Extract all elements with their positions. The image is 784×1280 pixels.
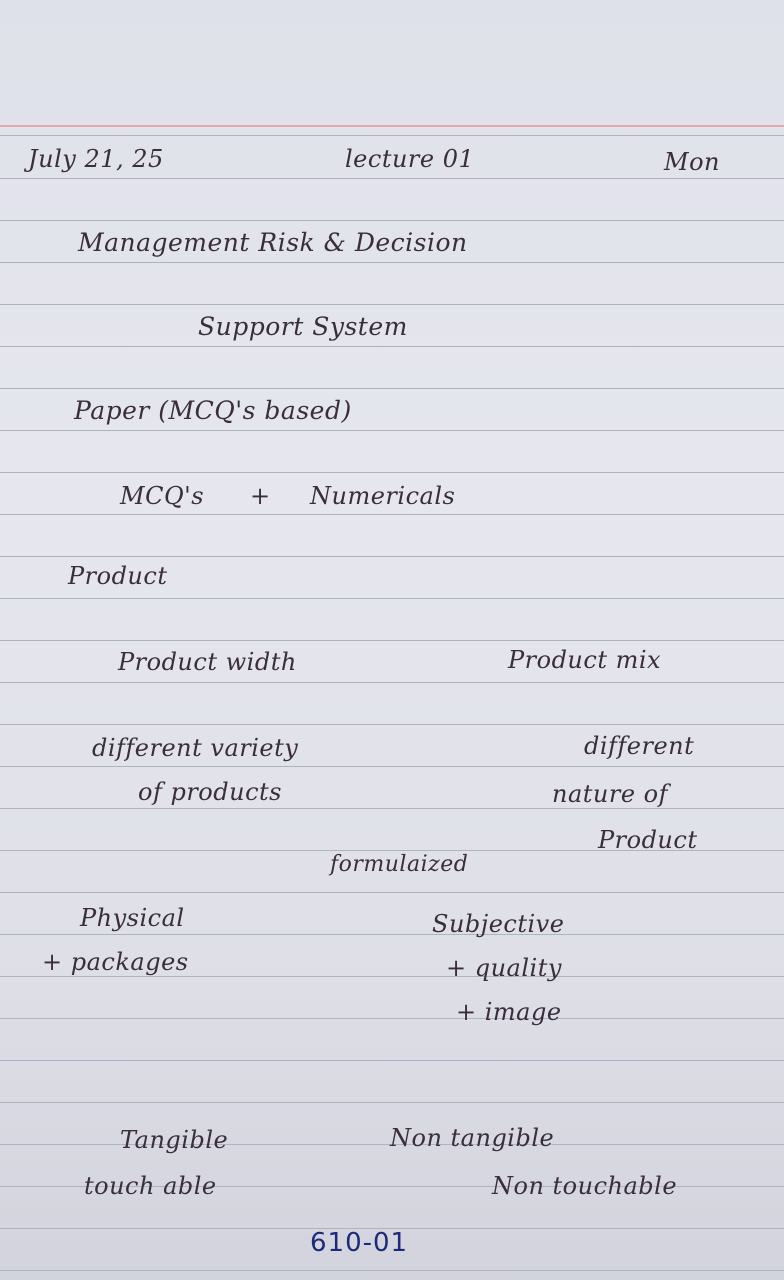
ruled-line — [0, 1102, 784, 1103]
ruled-line — [0, 388, 784, 389]
ruled-line — [0, 1144, 784, 1145]
ruled-line — [0, 724, 784, 725]
formulaized-note: formulaized — [330, 852, 469, 877]
ruled-line — [0, 262, 784, 263]
page-code: 610-01 — [310, 1228, 409, 1258]
margin-line — [0, 125, 784, 127]
ruled-line — [0, 976, 784, 977]
ruled-line — [0, 346, 784, 347]
ruled-line — [0, 1228, 784, 1229]
ruled-line — [0, 640, 784, 641]
ruled-line — [0, 220, 784, 221]
course-title-line-2: Support System — [198, 312, 408, 341]
physical-label: Physical — [80, 904, 185, 932]
ruled-line — [0, 1060, 784, 1061]
ruled-line — [0, 598, 784, 599]
product-heading: Product — [68, 562, 168, 590]
quality-label: + quality — [446, 954, 562, 982]
ruled-line — [0, 1186, 784, 1187]
product-width-desc-line-1: different variety — [92, 734, 299, 762]
ruled-line — [0, 850, 784, 851]
mcq-label: MCQ's — [120, 482, 205, 510]
product-mix-desc-line-2: nature of — [552, 780, 669, 808]
tangible-label: Tangible — [120, 1126, 229, 1154]
ruled-line — [0, 682, 784, 683]
date-text: July 21, 25 — [28, 145, 164, 173]
ruled-line — [0, 808, 784, 809]
ruled-line — [0, 430, 784, 431]
product-width-desc-line-2: of products — [138, 778, 282, 806]
ruled-line — [0, 1018, 784, 1019]
ruled-line — [0, 556, 784, 557]
weekday: Mon — [664, 148, 720, 176]
product-width-heading: Product width — [118, 648, 297, 676]
lecture-number: lecture 01 — [345, 145, 475, 173]
ruled-line — [0, 472, 784, 473]
ruled-line — [0, 178, 784, 179]
product-mix-desc-line-3: Product — [598, 826, 698, 854]
ruled-line — [0, 766, 784, 767]
product-mix-desc-line-1: different — [584, 732, 695, 760]
ruled-line — [0, 1270, 784, 1271]
non-touchable-label: Non touchable — [492, 1172, 678, 1200]
touchable-label: touch able — [84, 1172, 217, 1200]
ruled-line — [0, 892, 784, 893]
numericals-label: Numericals — [310, 482, 456, 510]
ruled-line — [0, 514, 784, 515]
course-title-line-1: Management Risk & Decision — [78, 228, 468, 257]
non-tangible-label: Non tangible — [390, 1124, 555, 1152]
plus-sign: + — [250, 482, 271, 510]
ruled-line — [0, 934, 784, 935]
subjective-label: Subjective — [432, 910, 565, 938]
product-mix-heading: Product mix — [508, 646, 662, 674]
paper-format-note: Paper (MCQ's based) — [74, 396, 352, 425]
packages-label: + packages — [42, 948, 189, 976]
ruled-line — [0, 304, 784, 305]
ruled-line — [0, 135, 784, 136]
image-label: + image — [456, 998, 562, 1026]
